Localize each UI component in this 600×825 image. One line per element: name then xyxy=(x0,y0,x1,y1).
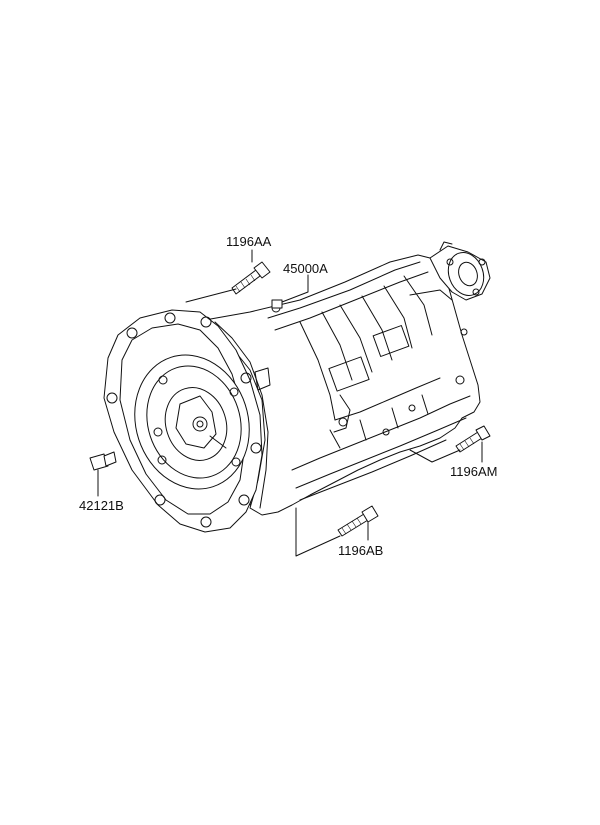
bolt-1196ab xyxy=(337,505,379,537)
bolt-1196am xyxy=(455,425,491,453)
leader-lines xyxy=(97,249,483,557)
bolt-1196aa xyxy=(231,261,271,295)
label-1196ab: 1196AB xyxy=(338,543,383,558)
label-1196am: 1196AM xyxy=(450,464,497,479)
label-45000a: 45000A xyxy=(283,261,328,276)
label-42121b: 42121B xyxy=(79,498,124,513)
bolt-42121b xyxy=(89,451,117,471)
torque-converter xyxy=(134,354,250,490)
automatic-transmission-assembly xyxy=(103,241,491,533)
output-flange xyxy=(429,241,491,301)
label-1196aa: 1196AA xyxy=(226,234,272,249)
